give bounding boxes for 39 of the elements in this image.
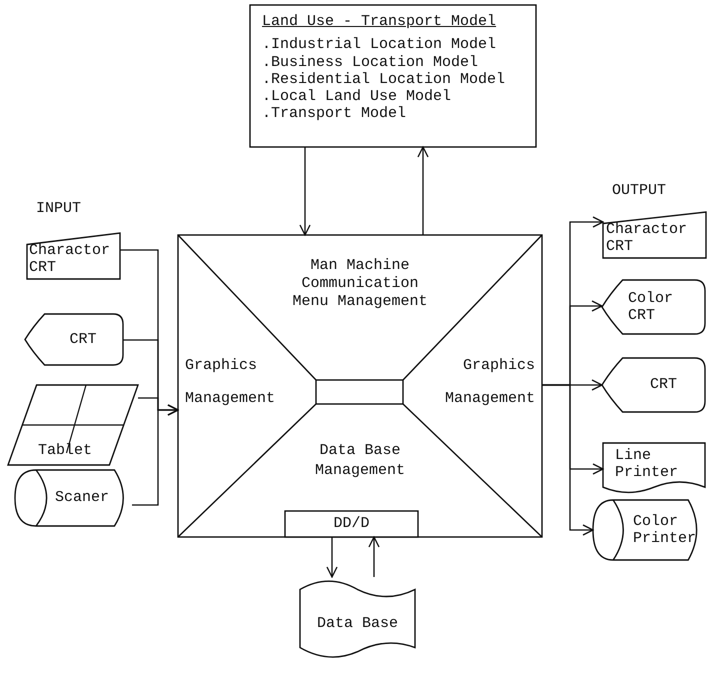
heading: Land Use - Transport Model (262, 13, 496, 30)
node-text: .Business Location Model (262, 54, 478, 71)
node-text: Charactor CRT (606, 220, 688, 255)
node-text: Data Base (316, 614, 398, 632)
tablet-symbol (8, 385, 138, 465)
node-text: CRT (69, 330, 96, 348)
node-text: Color Printer (633, 512, 698, 548)
node-text: .Transport Model (262, 105, 406, 122)
keyboard-symbol (27, 233, 120, 279)
node-text: CRT (650, 376, 677, 394)
display-symbol (602, 358, 705, 412)
node-text: Tablet (38, 442, 92, 459)
node-text: Color CRT (628, 290, 674, 324)
arrow (417, 146, 429, 235)
node-text: Data Base Management (314, 441, 406, 480)
section-label: INPUT (36, 200, 82, 217)
document-symbol (603, 443, 705, 495)
process-box (285, 511, 418, 537)
node-text: Graphics Management (444, 356, 535, 409)
process-box (250, 5, 536, 147)
display-symbol (602, 280, 705, 334)
keyboard-symbol (603, 212, 706, 258)
arrow (542, 384, 594, 536)
section-label: OUTPUT (612, 182, 666, 199)
node-text: .Local Land Use Model (262, 88, 452, 106)
arrow (326, 537, 338, 578)
arrow (132, 404, 179, 506)
node-text: Graphics Management (185, 356, 276, 409)
arrow (299, 147, 311, 236)
node-text: DD/D (333, 515, 370, 533)
system-block (178, 235, 542, 537)
node-text: .Residential Location Model (262, 70, 506, 88)
node-text: Man Machine Communication Menu Management (291, 257, 429, 311)
node-text: Scaner (55, 489, 110, 507)
node-text: Charactor CRT (29, 242, 112, 276)
node-text: Line Printer (615, 447, 680, 482)
display-symbol (25, 314, 123, 365)
arrow (368, 536, 380, 577)
node-text: .Industrial Location Model (262, 36, 496, 54)
